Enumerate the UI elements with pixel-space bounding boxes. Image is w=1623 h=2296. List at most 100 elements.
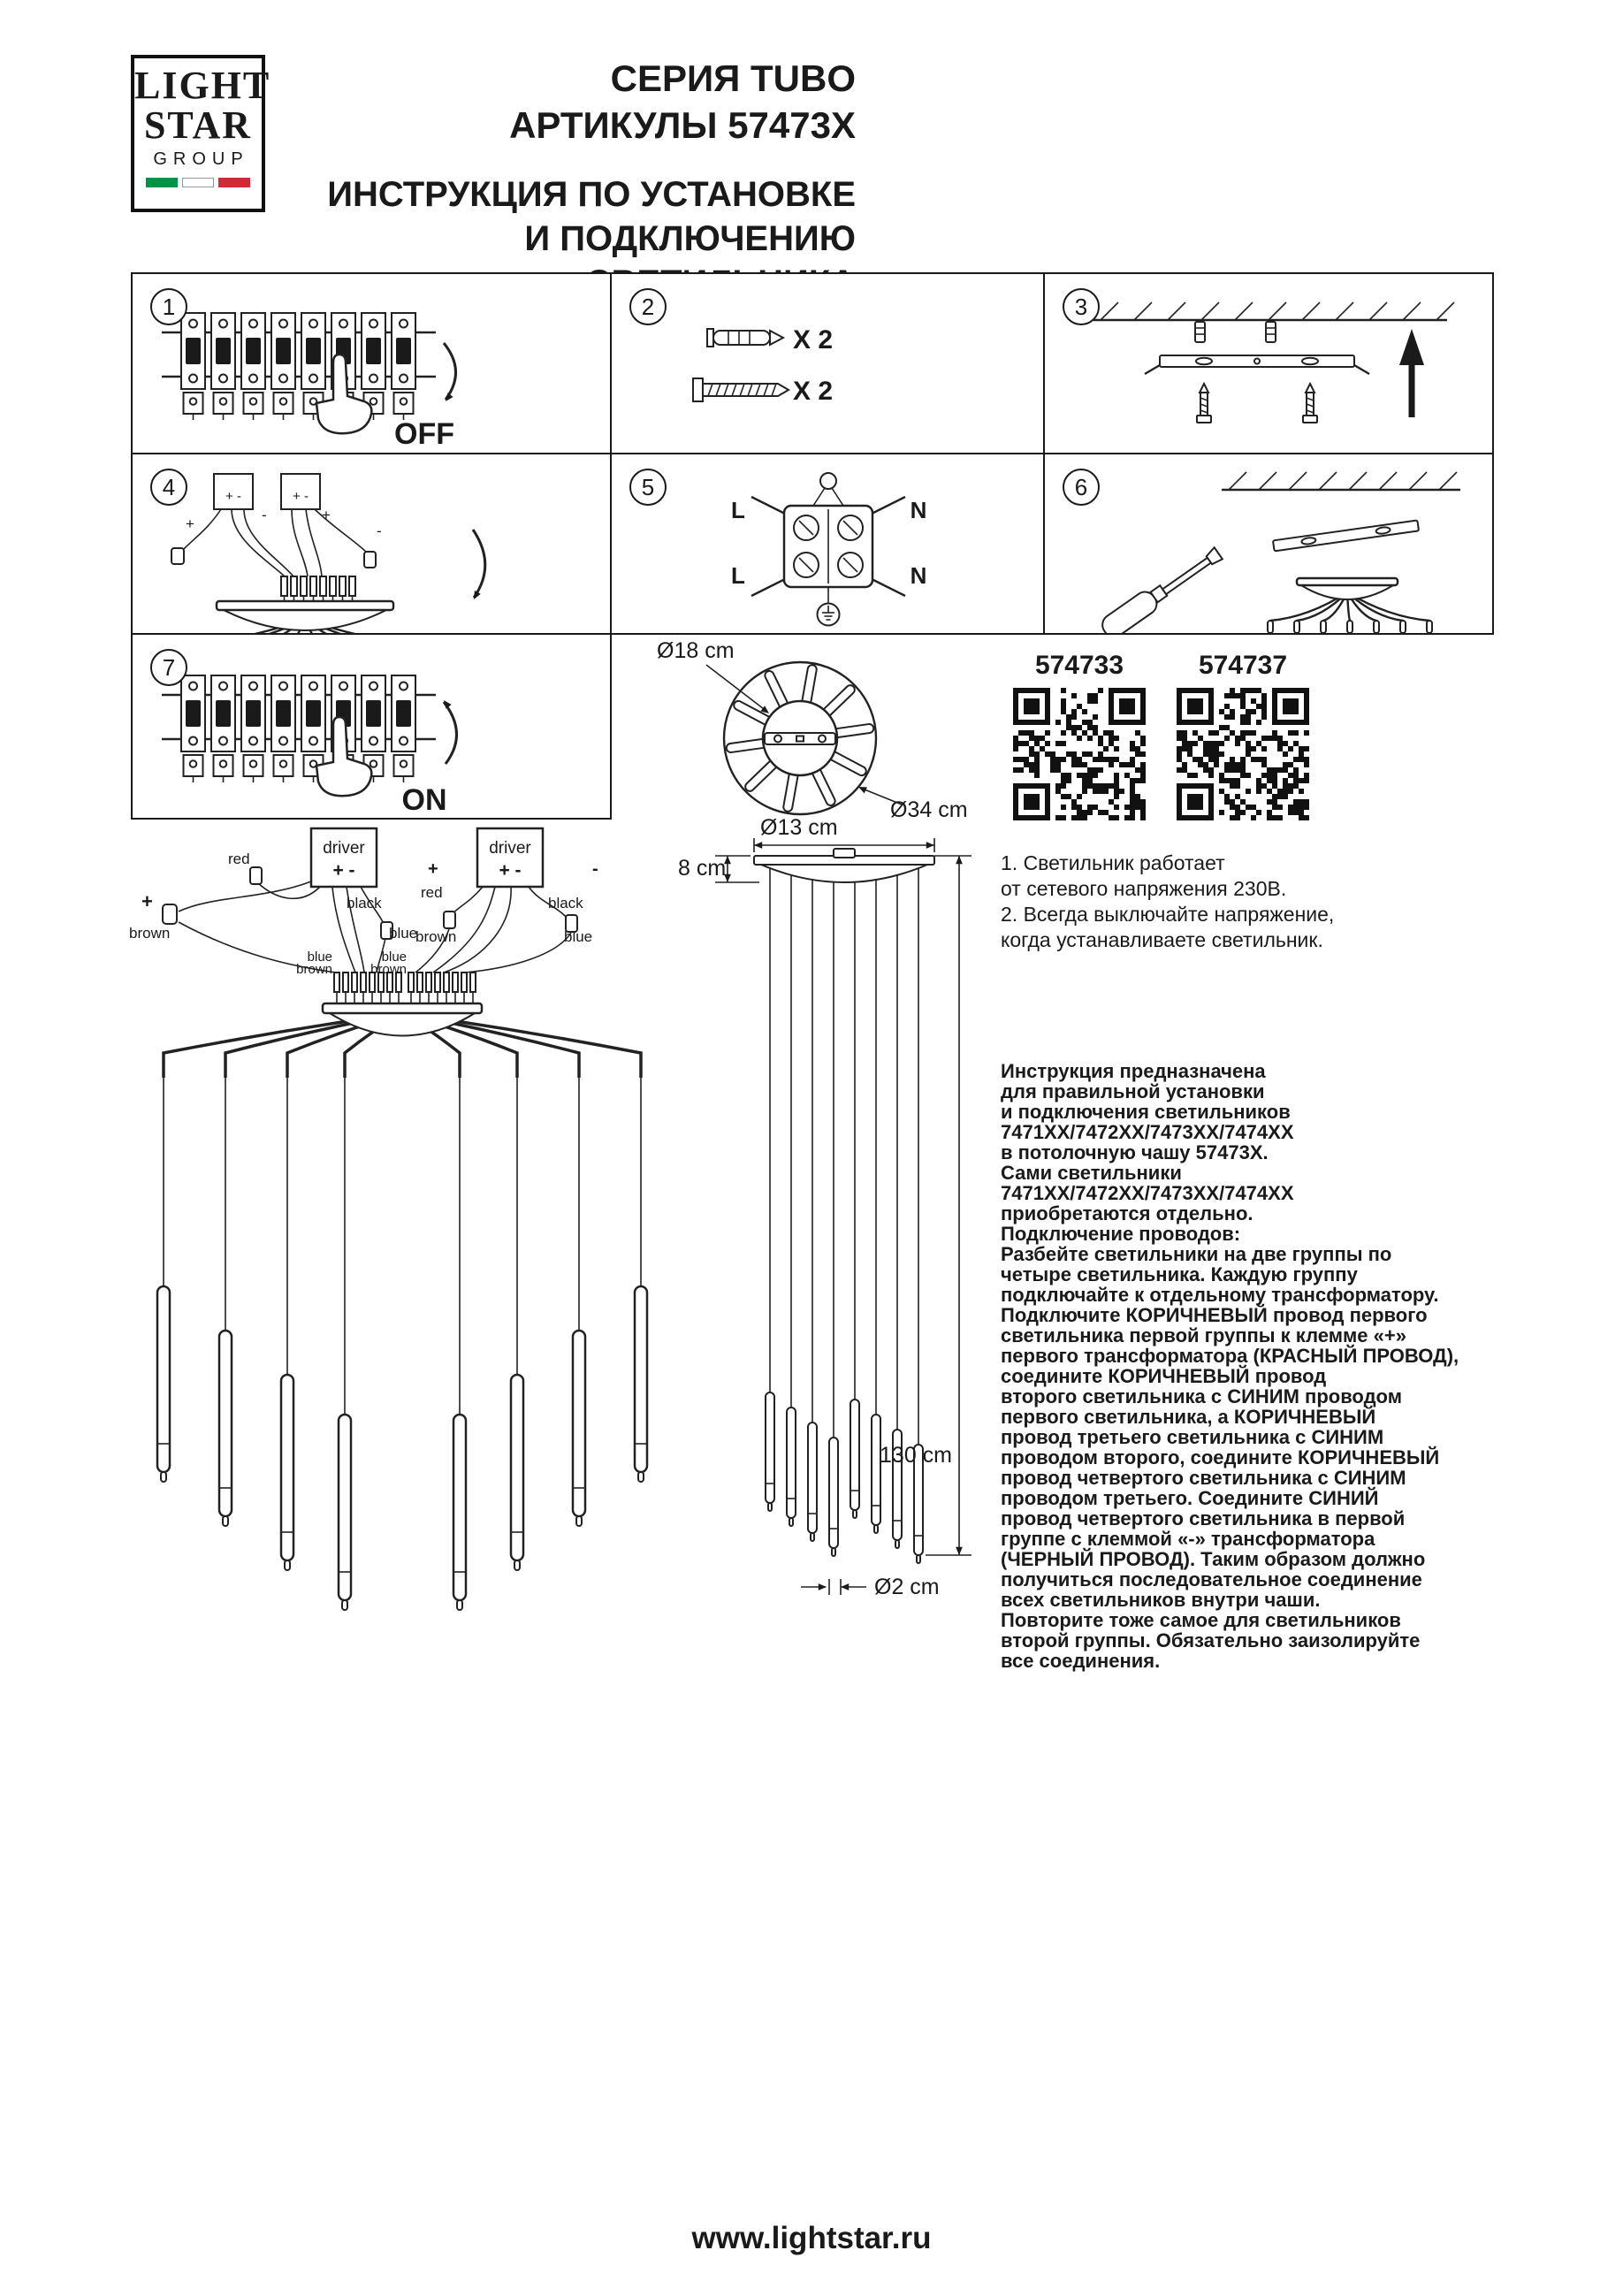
polarity-label: + - bbox=[332, 860, 354, 881]
brown-wire-label: brown bbox=[370, 962, 407, 977]
breaker-panel bbox=[162, 312, 436, 420]
black-wire-label: black bbox=[548, 895, 583, 912]
driver-label: driver bbox=[323, 839, 365, 858]
step-6-number: 6 bbox=[1063, 469, 1100, 506]
step-2-parts-diagram: X 2 X 2 bbox=[692, 325, 833, 406]
polarity-label: + - bbox=[225, 489, 241, 504]
up-arrow bbox=[1399, 329, 1424, 417]
step-6-cell: 6 bbox=[1043, 453, 1494, 635]
screw-icon bbox=[692, 378, 790, 402]
neutral-label: N bbox=[911, 562, 927, 589]
canopy-dome bbox=[1298, 584, 1397, 600]
driver-box-1 bbox=[309, 827, 378, 889]
flag-white bbox=[182, 178, 214, 187]
rotate-arrow bbox=[471, 529, 487, 599]
article-number-left: 574733 bbox=[1034, 651, 1124, 680]
canopy-plate bbox=[215, 599, 395, 612]
chandelier-arms-and-tubes bbox=[156, 1011, 649, 1611]
leader-arrowheads bbox=[760, 706, 867, 794]
hanging-tubes bbox=[765, 868, 924, 1564]
website-url: www.lightstar.ru bbox=[691, 2221, 932, 2255]
step-2-number: 2 bbox=[629, 288, 667, 325]
minus-label: - bbox=[262, 507, 267, 523]
brown-wire-label: brown bbox=[129, 925, 170, 942]
transformer-box-2 bbox=[280, 473, 321, 510]
step-7-breaker-on-diagram: ON bbox=[162, 675, 458, 817]
neutral-label: N bbox=[911, 497, 927, 523]
logo-group: GROUP bbox=[153, 149, 249, 169]
ceiling-hatch bbox=[1222, 471, 1460, 492]
inner-diameter-label: Ø18 cm bbox=[657, 638, 735, 663]
mounting-bracket bbox=[1144, 355, 1370, 376]
dowel-icon bbox=[706, 328, 786, 347]
step-5-terminal-diagram: L N L N bbox=[731, 472, 927, 627]
pointing-hand-icon bbox=[315, 353, 373, 435]
qr-code-left bbox=[1013, 688, 1146, 820]
screwdriver-icon bbox=[1101, 545, 1224, 633]
connector-cluster bbox=[280, 576, 356, 601]
off-label: OFF bbox=[394, 417, 454, 451]
blue-wire-label: blue bbox=[308, 950, 332, 965]
step-1-cell: 1 OFF bbox=[131, 272, 612, 454]
step-7-number: 7 bbox=[150, 649, 187, 686]
canopy-dome bbox=[760, 864, 928, 883]
step-7-cell: 7 ON bbox=[131, 633, 612, 820]
step-3-number: 3 bbox=[1063, 288, 1100, 325]
arrowhead bbox=[474, 591, 481, 599]
driver-label: driver bbox=[489, 839, 531, 858]
canopy-dome bbox=[223, 609, 387, 631]
wiring-diagram: driver + - driver + - + brown red black … bbox=[129, 827, 649, 1611]
screw-qty-label: X 2 bbox=[793, 377, 833, 406]
canopy-diameter-label: Ø13 cm bbox=[760, 815, 838, 840]
blue-wire-label: blue bbox=[389, 925, 417, 942]
red-wire-label: red bbox=[421, 884, 443, 901]
total-height-label: 130 cm bbox=[880, 1443, 952, 1468]
lightstar-logo: LIGHT STAR GROUP bbox=[131, 55, 271, 212]
canopy-hub bbox=[833, 848, 856, 858]
canopy-dome bbox=[326, 1012, 478, 1037]
step-1-number: 1 bbox=[150, 288, 187, 325]
italy-flag-icon bbox=[134, 178, 262, 187]
blue-wire-label: blue bbox=[564, 928, 592, 945]
blue-wire-label: blue bbox=[382, 950, 407, 965]
step-1-breaker-off-diagram: OFF bbox=[162, 312, 457, 451]
line-label: L bbox=[731, 497, 745, 523]
articles-title: АРТИКУЛЫ 57473X bbox=[509, 104, 856, 146]
canopy-height-label: 8 cm bbox=[678, 856, 726, 881]
plus-label: + bbox=[141, 890, 153, 912]
brown-wire-label: brown bbox=[296, 962, 332, 977]
arrowhead bbox=[446, 393, 453, 401]
connector-cluster bbox=[333, 972, 476, 1003]
step-5-cell: 5 L bbox=[610, 453, 1045, 635]
ceiling-plate-top-view: Ø18 cm Ø34 cm bbox=[657, 638, 968, 822]
ceiling-hatch bbox=[1093, 301, 1455, 322]
ground-symbol-icon bbox=[816, 602, 841, 627]
plus-label: + bbox=[322, 507, 331, 523]
dimension-arrowheads bbox=[724, 842, 963, 1590]
rotate-down-arrow bbox=[442, 342, 457, 400]
brown-wire-label: brown bbox=[415, 928, 456, 945]
qr-code-right bbox=[1177, 688, 1309, 820]
step-3-cell: 3 bbox=[1043, 272, 1494, 454]
logo-star: STAR bbox=[143, 103, 253, 147]
step-4-number: 4 bbox=[150, 469, 187, 506]
driver-box-2 bbox=[476, 827, 545, 889]
black-wire-label: black bbox=[347, 895, 382, 912]
wires bbox=[178, 881, 572, 973]
canopy-plate bbox=[1295, 576, 1399, 587]
dowels-in-ceiling bbox=[1194, 321, 1276, 343]
arrowhead bbox=[444, 700, 452, 709]
dowel-qty-label: X 2 bbox=[793, 325, 833, 355]
step-6-assembly-diagram bbox=[1101, 471, 1460, 633]
screw-icon bbox=[1196, 381, 1212, 423]
canopy-plate bbox=[321, 1002, 484, 1015]
article-number-right: 574737 bbox=[1198, 651, 1288, 680]
pointing-hand-icon bbox=[315, 715, 373, 797]
plus-label: + bbox=[186, 515, 194, 532]
logo-light: LIGHT bbox=[134, 64, 271, 107]
document-header: СЕРИЯ TUBO АРТИКУЛЫ 57473X ИНСТРУКЦИЯ ПО… bbox=[248, 55, 856, 305]
wire-connectors bbox=[162, 866, 578, 940]
